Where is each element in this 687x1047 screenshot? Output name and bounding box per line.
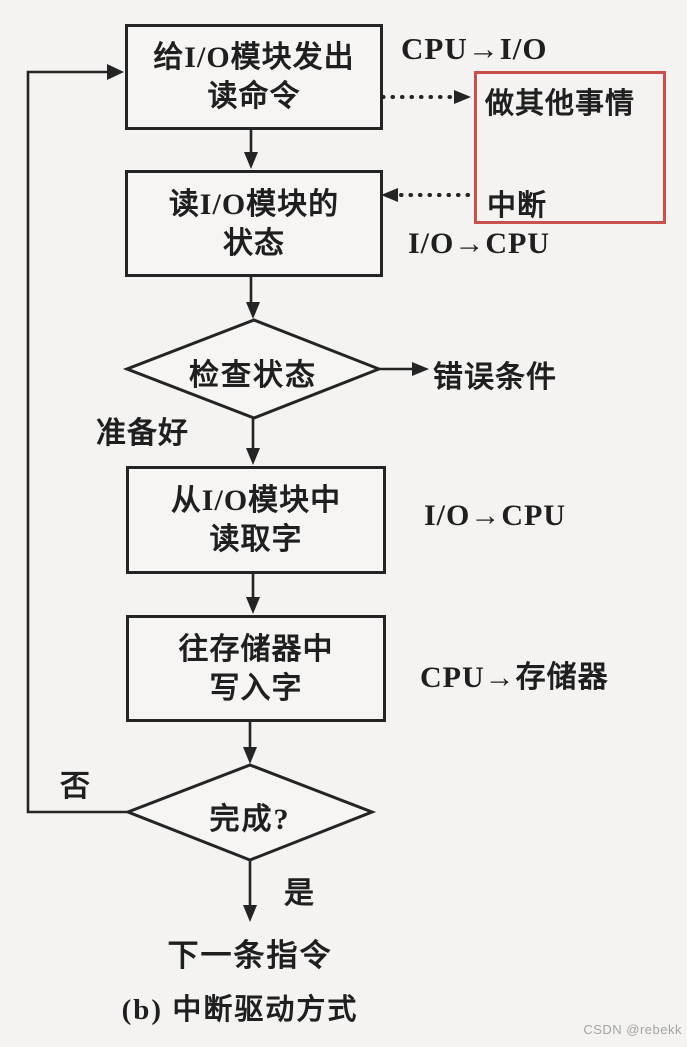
arrowhead-dotted-left bbox=[381, 188, 398, 202]
node-do-other-things: 做其他事情 bbox=[485, 88, 636, 120]
node-issue-read-command-line1: 给I/O模块发出 bbox=[153, 41, 355, 74]
node-write-word: 往存储器中 写入字 bbox=[126, 615, 386, 722]
label-error-condition: 错误条件 bbox=[433, 361, 557, 394]
arrowhead-5 bbox=[243, 747, 257, 764]
arrowhead-dotted-right bbox=[454, 90, 471, 104]
node-check-status-label: 检查状态 bbox=[189, 359, 317, 392]
node-issue-read-command-line2: 读命令 bbox=[207, 80, 301, 113]
arrowhead-2 bbox=[246, 302, 260, 319]
other-things-red-box: 做其他事情 中断 bbox=[474, 71, 666, 224]
node-issue-read-command: 给I/O模块发出 读命令 bbox=[125, 24, 383, 130]
arrowhead-error bbox=[412, 362, 429, 376]
figure-caption: (b) 中断驱动方式 bbox=[121, 994, 359, 1026]
label-io-to-cpu-mid: I/O→CPU bbox=[424, 499, 566, 532]
arrowhead-3 bbox=[246, 448, 260, 465]
node-write-word-line1: 往存储器中 bbox=[178, 632, 334, 666]
node-next-instruction: 下一条指令 bbox=[167, 938, 333, 973]
label-ready: 准备好 bbox=[96, 417, 189, 450]
watermark-text: CSDN @rebekk bbox=[583, 1022, 682, 1037]
node-read-word: 从I/O模块中 读取字 bbox=[126, 466, 386, 574]
arrowhead-4 bbox=[246, 597, 260, 614]
loop-no-line bbox=[26, 70, 129, 814]
node-write-word-line2: 写入字 bbox=[209, 671, 303, 705]
label-io-to-cpu-top: I/O→CPU bbox=[408, 227, 550, 260]
label-cpu-to-io: CPU→I/O bbox=[401, 31, 548, 66]
node-read-module-status: 读I/O模块的 状态 bbox=[125, 170, 383, 277]
label-no: 否 bbox=[60, 770, 91, 803]
node-read-word-line2: 读取字 bbox=[209, 523, 303, 556]
node-interrupt: 中断 bbox=[487, 190, 548, 222]
check-status-diamond bbox=[122, 318, 384, 420]
node-done-label: 完成? bbox=[209, 803, 291, 836]
label-cpu-to-memory: CPU→存储器 bbox=[420, 661, 609, 694]
arrowhead-1 bbox=[244, 152, 258, 169]
arrowhead-into-first-box bbox=[107, 64, 124, 80]
node-read-module-status-line1: 读I/O模块的 bbox=[168, 187, 340, 221]
label-yes: 是 bbox=[284, 877, 315, 910]
node-read-word-line1: 从I/O模块中 bbox=[170, 484, 342, 517]
node-read-module-status-line2: 状态 bbox=[223, 226, 285, 260]
arrowhead-6 bbox=[243, 905, 257, 922]
done-diamond bbox=[123, 763, 377, 862]
